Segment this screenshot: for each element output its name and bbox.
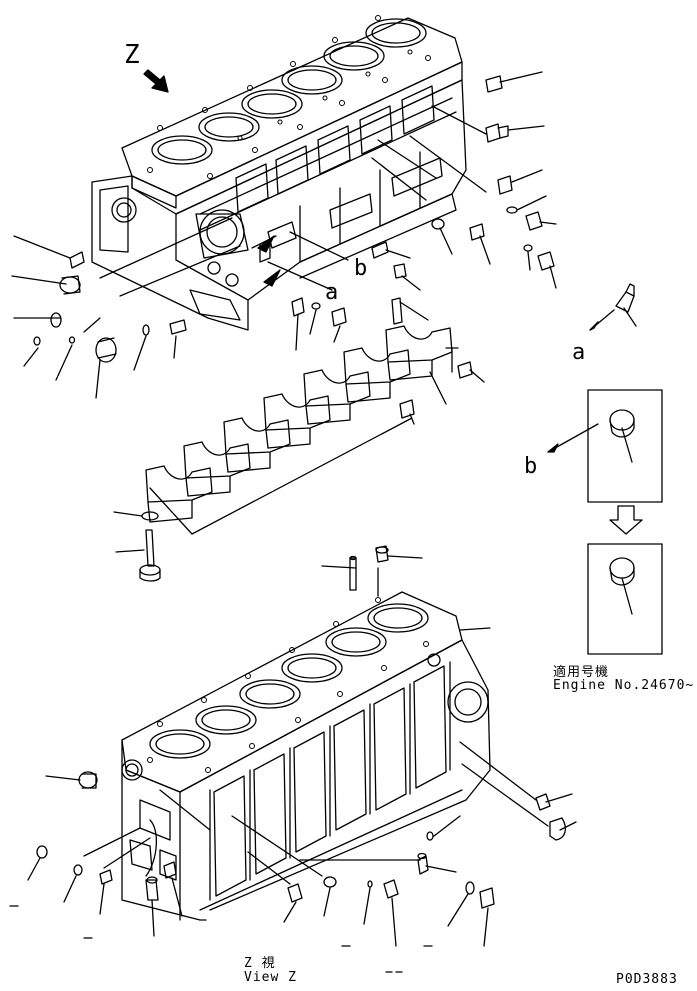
callout-a-detail bbox=[590, 284, 636, 330]
view-caption-jp: Z 視 bbox=[244, 956, 276, 971]
callout-b-detail bbox=[548, 390, 662, 654]
callout-a-label-right: a bbox=[572, 340, 586, 365]
lower-block-parts bbox=[10, 546, 576, 972]
callout-b-label-right: b bbox=[524, 454, 538, 479]
lower-cylinder-block bbox=[122, 592, 490, 920]
applicability-jp: 適用号機 bbox=[553, 665, 610, 680]
applicability-en: Engine No.24670~ bbox=[553, 678, 695, 693]
view-z-arrow bbox=[144, 70, 168, 92]
callout-a-label-left: a bbox=[325, 280, 339, 305]
view-z-marker: Z bbox=[124, 40, 140, 70]
view-caption-en: View Z bbox=[244, 970, 297, 985]
upper-right-parts bbox=[252, 72, 556, 350]
drawing-code: P0D3883 bbox=[616, 972, 678, 987]
upper-cylinder-block bbox=[92, 16, 466, 331]
upper-left-parts bbox=[12, 218, 240, 398]
callout-b-label-left: b bbox=[354, 256, 368, 281]
bearing-caps bbox=[114, 298, 484, 581]
